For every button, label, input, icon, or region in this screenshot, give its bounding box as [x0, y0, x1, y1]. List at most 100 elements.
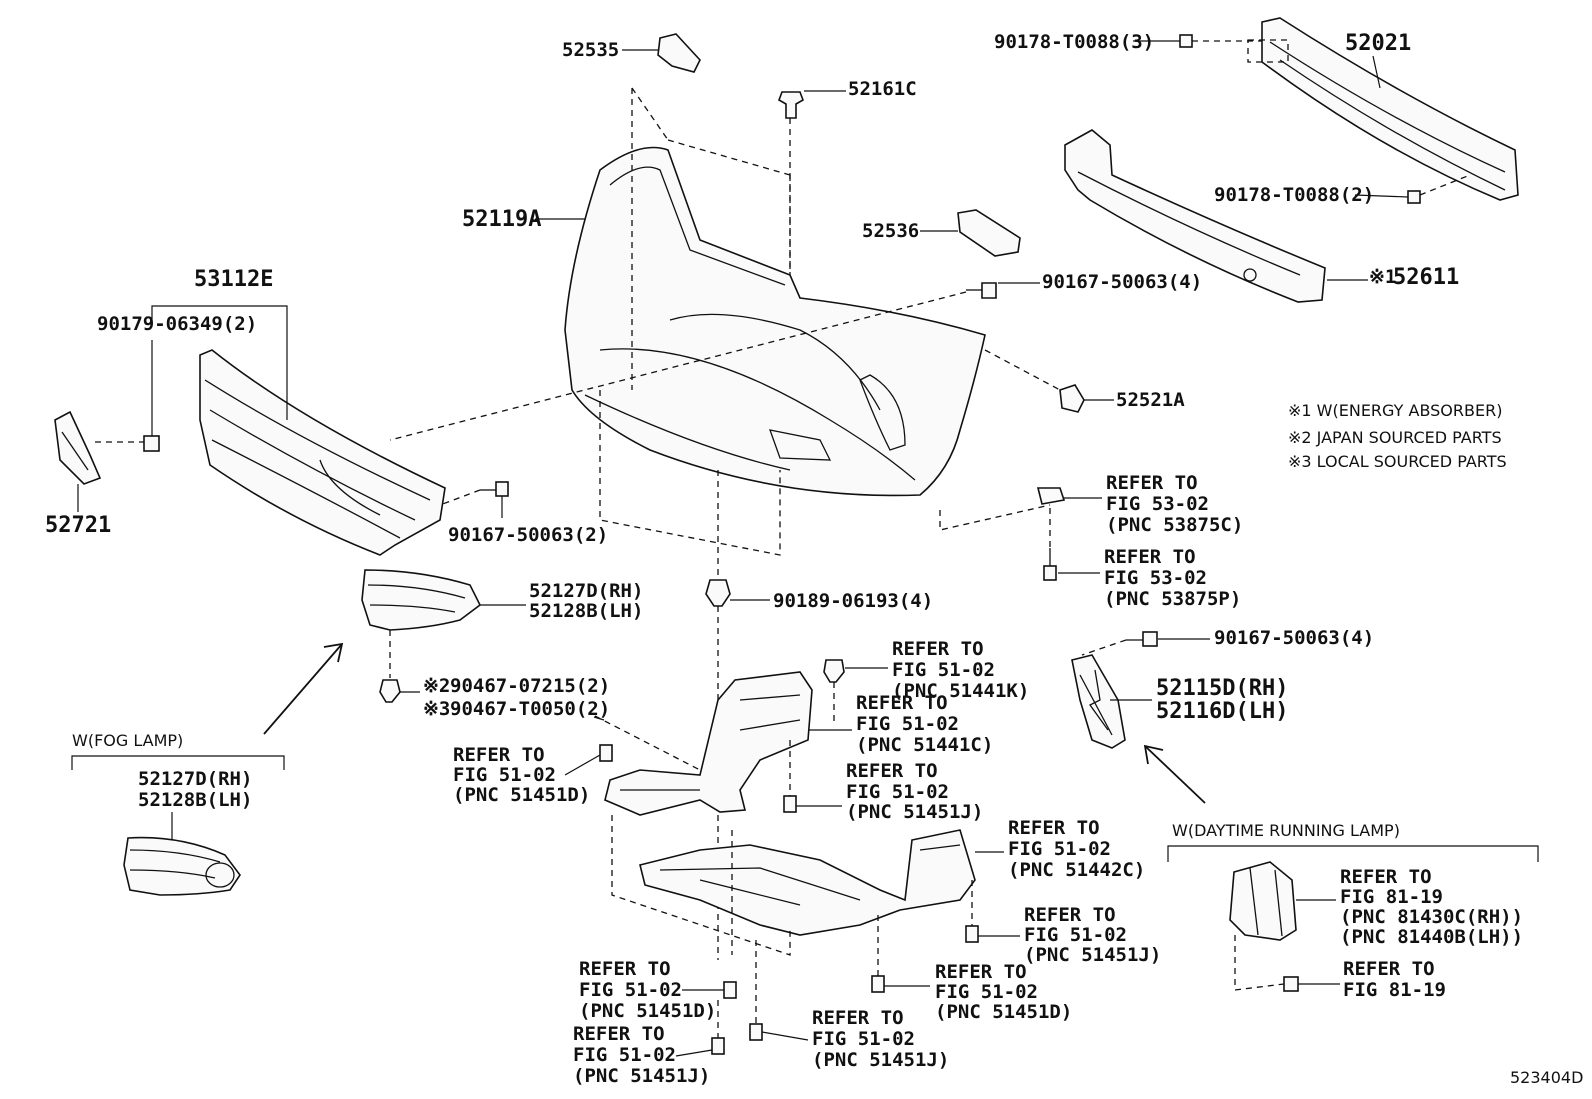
- svg-text:FIG 81-19: FIG 81-19: [1340, 886, 1443, 908]
- svg-text:FIG 51-02: FIG 51-02: [892, 659, 995, 681]
- svg-text:FIG 51-02: FIG 51-02: [1008, 838, 1111, 860]
- nut-icon: [1407, 190, 1421, 204]
- part-label-90179: 90179-06349(2): [97, 313, 257, 335]
- part-label-52128b-a: 52128B(LH): [529, 600, 643, 622]
- ref-51441c: REFER TO FIG 51-02 (PNC 51441C): [856, 692, 993, 756]
- part-label-52115d: 52115D(RH): [1156, 676, 1288, 701]
- svg-text:FIG 51-02: FIG 51-02: [573, 1044, 676, 1066]
- svg-text:(PNC 51451J): (PNC 51451J): [846, 801, 983, 823]
- svg-text:FIG 53-02: FIG 53-02: [1106, 493, 1209, 515]
- part-label-52535: 52535: [562, 39, 619, 61]
- svg-text:REFER TO: REFER TO: [935, 961, 1027, 983]
- svg-text:FIG 51-02: FIG 51-02: [856, 713, 959, 735]
- bolt-icon: [1043, 548, 1057, 581]
- part-label-52611-mark: ※1: [1369, 266, 1396, 288]
- ref-51441k: REFER TO FIG 51-02 (PNC 51441K): [892, 638, 1029, 702]
- notes-legend: ※1 W(ENERGY ABSORBER) ※2 JAPAN SOURCED P…: [1288, 401, 1507, 471]
- ref-51451d-a: REFER TO FIG 51-02 (PNC 51451D): [453, 744, 590, 806]
- svg-text:REFER TO: REFER TO: [573, 1023, 665, 1045]
- drl-bezel-52115d: [1071, 654, 1126, 749]
- drl-lamp: [1229, 861, 1297, 941]
- svg-text:FIG 53-02: FIG 53-02: [1104, 567, 1207, 589]
- svg-text:(PNC 81440B(LH)): (PNC 81440B(LH)): [1340, 926, 1523, 948]
- svg-text:(PNC 51451J): (PNC 51451J): [573, 1065, 710, 1087]
- bolt-icon: [711, 1037, 725, 1055]
- part-label-52521a: 52521A: [1116, 389, 1185, 411]
- ref-51451j-b: REFER TO FIG 51-02 (PNC 51451J): [1024, 904, 1161, 966]
- mark-japan-sourced: ※2: [423, 675, 450, 697]
- clip-icon: [823, 659, 845, 683]
- part-label-52128b-b: 52128B(LH): [138, 789, 252, 811]
- under-cover-51442c: [639, 829, 976, 936]
- svg-text:(PNC 51451D): (PNC 51451D): [579, 1000, 716, 1022]
- svg-text:FIG 51-02: FIG 51-02: [935, 981, 1038, 1003]
- mark-local-sourced: ※3: [423, 698, 450, 720]
- ref-81430c: REFER TO FIG 81-19 (PNC 81430C(RH)) (PNC…: [1340, 866, 1523, 948]
- note-japan-sourced: ※2 JAPAN SOURCED PARTS: [1288, 428, 1502, 447]
- svg-text:FIG 81-19: FIG 81-19: [1343, 979, 1446, 1001]
- bolt-icon: [749, 1023, 763, 1041]
- bumper-reinforcement-52021: [1247, 17, 1519, 201]
- note-energy-absorber: ※1 W(ENERGY ABSORBER): [1288, 401, 1502, 420]
- retainer-52536: [957, 209, 1021, 257]
- svg-text:(PNC 51441K): (PNC 51441K): [892, 680, 1029, 702]
- clip-52521a: [1059, 384, 1085, 413]
- part-label-90167-2: 90167-50063(2): [448, 524, 608, 546]
- svg-text:FIG 51-02: FIG 51-02: [453, 764, 556, 786]
- svg-text:(PNC 51451D): (PNC 51451D): [935, 1001, 1072, 1023]
- svg-text:(PNC 51451J): (PNC 51451J): [1024, 944, 1161, 966]
- screw-icon: [966, 282, 997, 299]
- nut-icon: [1179, 34, 1193, 48]
- bolt-icon: [965, 925, 979, 943]
- clip-53875c: [1036, 487, 1066, 505]
- svg-text:REFER TO: REFER TO: [856, 692, 948, 714]
- clip-icon: [379, 679, 401, 703]
- part-label-90467-b: 90467-T0050(2): [450, 698, 610, 720]
- bracket-52721: [54, 410, 102, 485]
- nut-icon: [143, 435, 160, 452]
- svg-text:REFER TO: REFER TO: [812, 1007, 904, 1029]
- svg-text:REFER TO: REFER TO: [1340, 866, 1432, 888]
- svg-text:(PNC 51442C): (PNC 51442C): [1008, 859, 1145, 881]
- screw-icon: [1283, 976, 1299, 992]
- bolt-icon: [871, 975, 885, 993]
- svg-text:REFER TO: REFER TO: [453, 744, 545, 766]
- bumper-cover-52119a: [564, 146, 986, 497]
- part-label-90178-2: 90178-T0088(2): [1214, 184, 1374, 206]
- part-label-52021: 52021: [1345, 31, 1411, 56]
- svg-text:REFER TO: REFER TO: [1024, 904, 1116, 926]
- ref-51451d-b: REFER TO FIG 51-02 (PNC 51451D): [935, 961, 1072, 1023]
- part-label-52116d: 52116D(LH): [1156, 699, 1288, 724]
- svg-text:(PNC 51451J): (PNC 51451J): [812, 1049, 949, 1071]
- ref-51442c: REFER TO FIG 51-02 (PNC 51442C): [1008, 817, 1145, 881]
- svg-text:REFER TO: REFER TO: [892, 638, 984, 660]
- screw-icon: [1126, 631, 1158, 647]
- under-cover-51441c: [604, 671, 813, 816]
- svg-text:(PNC 53875C): (PNC 53875C): [1106, 514, 1243, 536]
- ref-81-19: REFER TO FIG 81-19: [1343, 958, 1446, 1001]
- part-label-52127d-b: 52127D(RH): [138, 768, 252, 790]
- part-label-52611: 52611: [1393, 265, 1459, 290]
- svg-text:REFER TO: REFER TO: [846, 760, 938, 782]
- svg-text:FIG 51-02: FIG 51-02: [812, 1028, 915, 1050]
- svg-text:FIG 51-02: FIG 51-02: [1024, 924, 1127, 946]
- part-label-52127d-a: 52127D(RH): [529, 580, 643, 602]
- part-label-53112e: 53112E: [194, 267, 273, 292]
- arrow-icon: [1144, 745, 1206, 804]
- bolt-icon: [599, 744, 613, 762]
- part-label-90189: 90189-06193(4): [773, 590, 933, 612]
- ref-53875c: REFER TO FIG 53-02 (PNC 53875C): [1106, 472, 1243, 536]
- ref-51451j-d: REFER TO FIG 51-02 (PNC 51451J): [812, 1007, 949, 1071]
- svg-text:REFER TO: REFER TO: [1008, 817, 1100, 839]
- svg-text:FIG 51-02: FIG 51-02: [579, 979, 682, 1001]
- clip-90189: [705, 579, 731, 607]
- bolt-icon: [723, 981, 737, 999]
- fog-lamp-cover: [123, 836, 241, 896]
- screw-icon: [480, 481, 509, 497]
- part-label-52161c: 52161C: [848, 78, 917, 100]
- svg-text:FIG 51-02: FIG 51-02: [846, 781, 949, 803]
- ref-51451j-c: REFER TO FIG 51-02 (PNC 51451J): [573, 1023, 710, 1087]
- group-fog-lamp: W(FOG LAMP): [72, 731, 183, 750]
- group-drl: W(DAYTIME RUNNING LAMP): [1172, 821, 1400, 840]
- grille-53112e: [199, 349, 446, 556]
